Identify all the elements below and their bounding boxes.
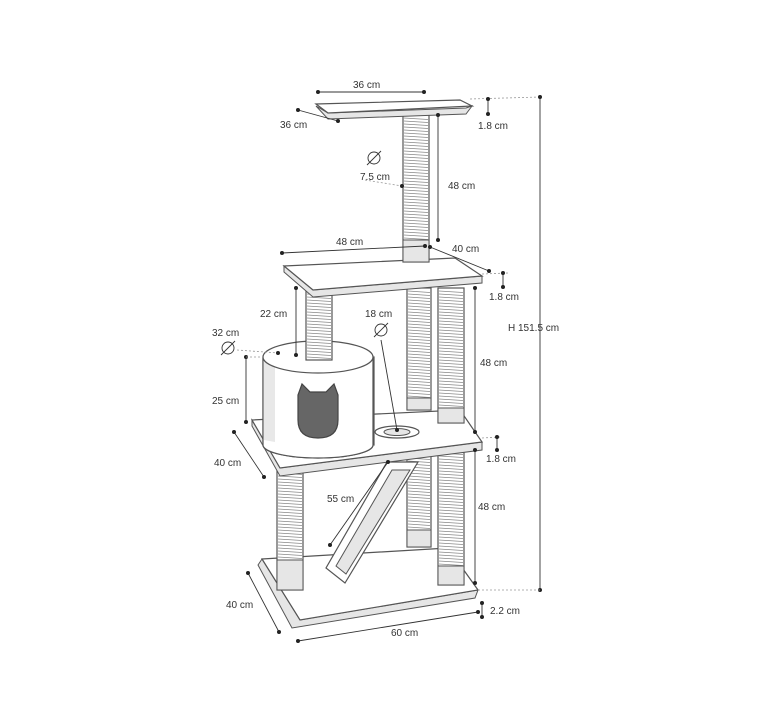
label-total-height: H 151.5 cm — [508, 323, 559, 334]
label-lower-post-height: 48 cm — [478, 502, 505, 513]
upper-post — [402, 114, 430, 263]
label-house-height: 25 cm — [212, 396, 239, 407]
ramp — [325, 461, 420, 584]
label-top-width: 36 cm — [353, 80, 380, 91]
top-platform — [314, 99, 475, 120]
label-base-depth: 40 cm — [226, 600, 253, 611]
label-upper-post-height: 48 cm — [448, 181, 475, 192]
short-post — [305, 287, 333, 361]
label-top-thickness: 1.8 cm — [478, 121, 508, 132]
label-post-diameter: 7.5 cm — [360, 172, 390, 183]
middle-platform — [282, 257, 484, 298]
label-mid-depth: 40 cm — [452, 244, 479, 255]
label-mid-width: 48 cm — [336, 237, 363, 248]
label-house-diameter: 32 cm — [212, 328, 239, 339]
label-lower-thickness: 1.8 cm — [486, 454, 516, 465]
label-middle-post-height: 48 cm — [480, 358, 507, 369]
label-lower-depth: 40 cm — [214, 458, 241, 469]
label-ramp-length: 55 cm — [327, 494, 354, 505]
label-hole-diameter: 18 cm — [365, 309, 392, 320]
label-base-width: 60 cm — [391, 628, 418, 639]
label-base-thickness: 2.2 cm — [490, 606, 520, 617]
label-short-post-height: 22 cm — [260, 309, 287, 320]
lower-post-front-right — [437, 449, 465, 586]
label-top-depth: 36 cm — [280, 120, 307, 131]
middle-post-front — [437, 287, 465, 424]
dimension-labels: 36 cm 36 cm 1.8 cm 7.5 cm 48 cm 48 cm 40… — [212, 80, 559, 639]
cat-head-opening — [297, 382, 339, 439]
label-mid-thickness: 1.8 cm — [489, 292, 519, 303]
dimension-lines — [220, 90, 542, 643]
middle-post-back — [406, 287, 432, 411]
cat-house — [262, 340, 375, 459]
lower-post-left — [276, 469, 304, 591]
